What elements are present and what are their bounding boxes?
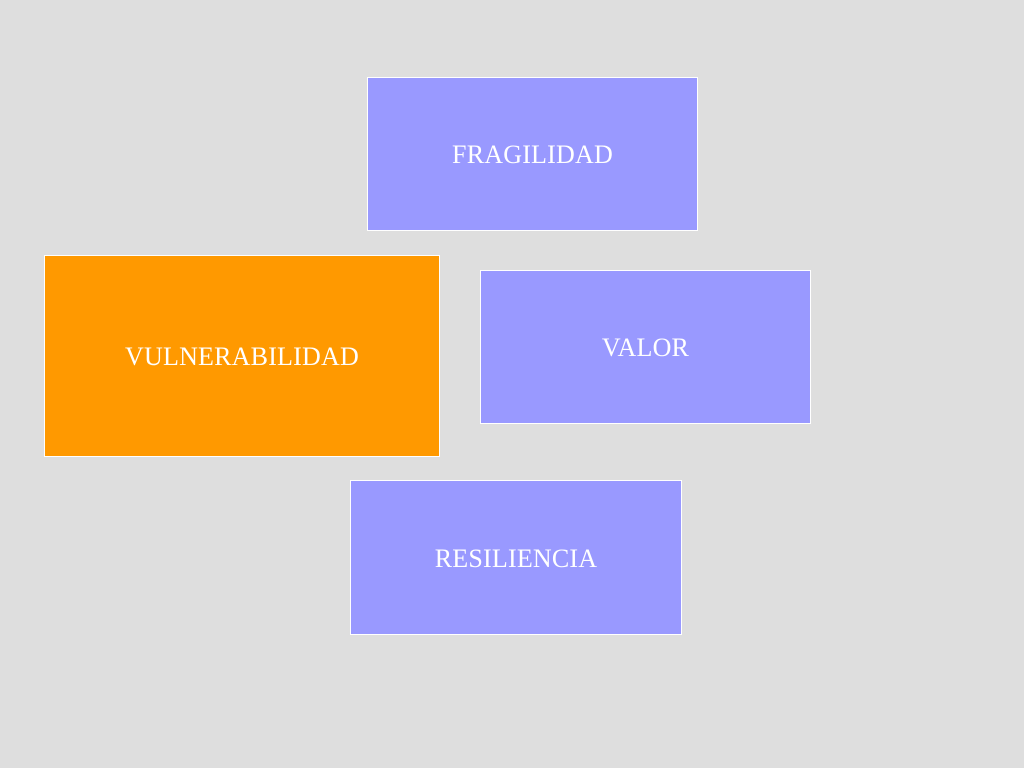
vulnerabilidad-box: VULNERABILIDAD <box>44 255 440 457</box>
fragilidad-label: FRAGILIDAD <box>452 140 613 169</box>
valor-box: VALOR <box>480 270 811 424</box>
resiliencia-label: RESILIENCIA <box>434 543 598 573</box>
fragilidad-box: FRAGILIDAD <box>367 77 698 231</box>
valor-label: VALOR <box>601 333 690 362</box>
resiliencia-box: RESILIENCIA <box>350 480 682 635</box>
vulnerabilidad-label: VULNERABILIDAD <box>125 342 359 371</box>
